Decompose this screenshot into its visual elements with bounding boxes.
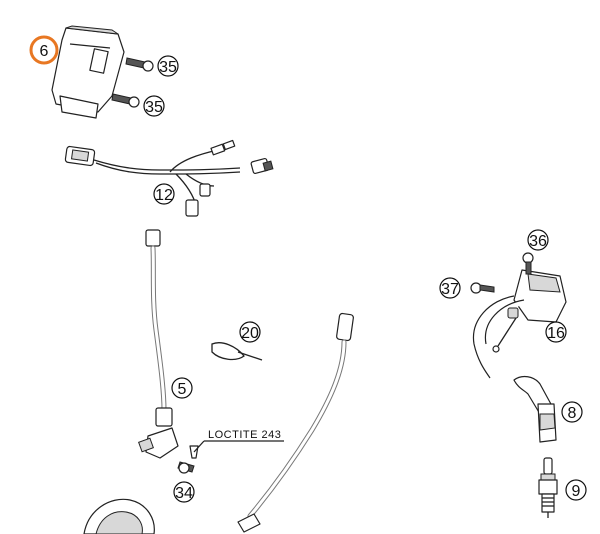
callout-8[interactable]: 8 — [561, 401, 583, 423]
callout-12[interactable]: 12 — [153, 183, 175, 205]
loctite-note: LOCTITE 243 — [193, 429, 284, 453]
screw-36[interactable] — [522, 252, 534, 275]
callout-35-lower[interactable]: 35 — [143, 95, 165, 117]
wiring-harness-part[interactable] — [64, 139, 274, 217]
cable-tie-part[interactable] — [211, 342, 263, 361]
sensor-cable-part[interactable] — [138, 229, 179, 459]
callout-35-upper[interactable]: 35 — [157, 55, 179, 77]
svg-text:16: 16 — [547, 325, 565, 342]
svg-text:35: 35 — [159, 59, 177, 76]
callout-6[interactable]: 6 — [29, 35, 59, 65]
svg-text:20: 20 — [241, 325, 259, 342]
svg-text:9: 9 — [572, 483, 581, 500]
callout-37[interactable]: 37 — [439, 277, 461, 299]
loctite-note-text: LOCTITE 243 — [208, 429, 281, 441]
callout-16[interactable]: 16 — [545, 321, 567, 343]
center-cable-part[interactable] — [237, 312, 354, 533]
callout-5[interactable]: 5 — [171, 377, 193, 399]
svg-text:5: 5 — [178, 381, 187, 398]
callout-20[interactable]: 20 — [239, 321, 261, 343]
callout-36[interactable]: 36 — [527, 229, 549, 251]
svg-text:12: 12 — [155, 187, 173, 204]
callout-34[interactable]: 34 — [173, 481, 195, 503]
bottom-component-part[interactable] — [83, 498, 155, 534]
svg-text:37: 37 — [441, 281, 459, 298]
svg-text:6: 6 — [40, 43, 49, 60]
screw-35-upper[interactable] — [125, 57, 154, 72]
control-unit-part[interactable] — [51, 25, 125, 119]
svg-text:34: 34 — [175, 485, 193, 502]
screw-37[interactable] — [470, 282, 495, 294]
svg-text:35: 35 — [145, 99, 163, 116]
svg-text:36: 36 — [529, 233, 547, 250]
spark-plug-part[interactable] — [538, 457, 558, 518]
callout-9[interactable]: 9 — [565, 479, 587, 501]
screw-35-lower[interactable] — [111, 93, 140, 108]
spark-plug-cap-part[interactable] — [513, 375, 557, 443]
svg-text:8: 8 — [568, 405, 577, 422]
